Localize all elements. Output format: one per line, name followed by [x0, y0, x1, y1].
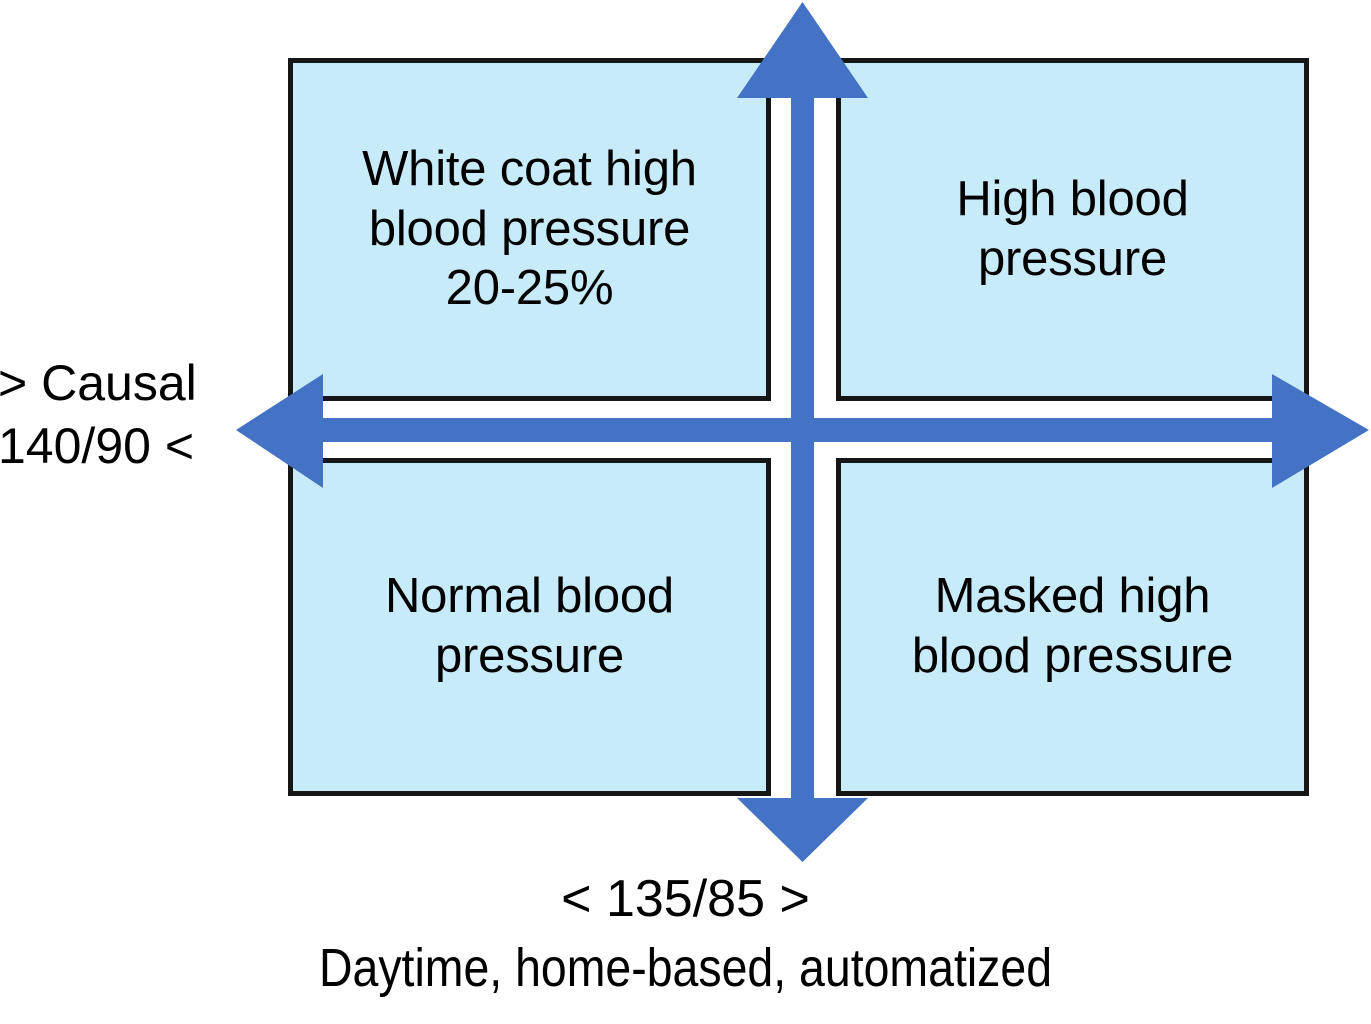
y-axis-line-2: 140/90 <	[0, 418, 195, 474]
quadrant-high-blood-pressure: High blood pressure	[836, 58, 1309, 401]
quadrant-normal-blood-pressure: Normal blood pressure	[288, 458, 771, 796]
quadrant-label-high-bp: High blood pressure	[855, 170, 1290, 290]
quadrant-line-2: blood pressure	[368, 201, 691, 256]
quadrant-line-1: Normal blood	[384, 569, 674, 624]
quadrant-line-1: Masked high	[934, 569, 1211, 624]
quadrant-label-masked-bp: Masked high blood pressure	[855, 567, 1290, 687]
axis-intersection	[791, 418, 814, 442]
quadrant-masked-high-blood-pressure: Masked high blood pressure	[836, 458, 1309, 796]
y-axis-label: > Causal 140/90 <	[0, 352, 230, 478]
quadrant-white-coat-high-blood-pressure: White coat high blood pressure 20-25%	[288, 58, 771, 401]
x-axis-method: Daytime, home-based, automatized	[318, 937, 1053, 998]
quadrant-line-2: pressure	[977, 231, 1168, 286]
y-axis-line-1: > Causal	[0, 355, 197, 411]
quadrant-line-2: blood pressure	[911, 629, 1234, 683]
quadrant-label-normal-bp: Normal blood pressure	[307, 567, 752, 687]
quadrant-line-3: 20-25%	[445, 261, 614, 316]
quadrant-line-2: pressure	[434, 629, 625, 683]
x-axis-threshold: < 135/85 >	[561, 870, 810, 928]
quadrant-label-white-coat: White coat high blood pressure 20-25%	[307, 140, 752, 319]
x-axis-label: < 135/85 > Daytime, home-based, automati…	[0, 872, 1371, 1000]
quadrant-line-1: High blood	[956, 171, 1189, 226]
quadrant-line-1: White coat high	[362, 141, 697, 196]
